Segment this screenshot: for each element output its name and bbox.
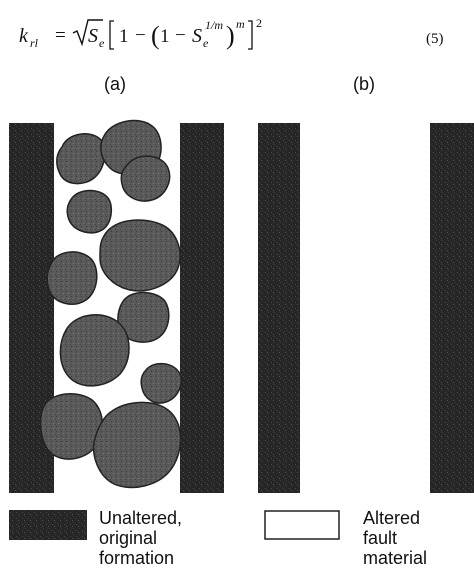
legend-swatch-unaltered — [9, 510, 87, 540]
clast — [117, 291, 170, 343]
panel-a-label: (a) — [104, 74, 126, 94]
legend-unaltered-line3: formation — [99, 548, 175, 568]
sqrt-sign — [72, 19, 103, 47]
clast — [92, 401, 182, 489]
legend-swatch-altered — [264, 510, 340, 540]
clast — [66, 189, 113, 234]
equation-5: k rl = S e 1 − ( 1 − S e 1/m ) m 2 — [19, 16, 262, 50]
legend-altered-line2: fault — [363, 528, 398, 548]
eq-radicand-S: S — [88, 25, 98, 47]
eq-square-exponent: 2 — [256, 16, 262, 30]
eq-outer-exponent: m — [236, 17, 245, 31]
eq-inner-subscript: e — [203, 36, 209, 50]
legend-label-altered: Altered fault material — [363, 508, 427, 568]
panel-a — [9, 119, 224, 493]
eq-radicand-subscript: e — [99, 36, 105, 50]
eq-inner-exponent: 1/m — [205, 18, 223, 32]
equation-number: (5) — [426, 31, 444, 47]
fault-figure — [9, 119, 474, 493]
eq-right-paren: ) — [226, 21, 235, 50]
eq-one-inner: 1 — [160, 26, 170, 47]
clast — [120, 155, 171, 202]
eq-one-outer: 1 — [119, 26, 129, 47]
eq-equals: = — [55, 25, 66, 46]
formation-band-b-right — [430, 123, 474, 493]
fault-material-b — [300, 123, 430, 493]
eq-minus-inner: − — [175, 25, 186, 46]
eq-left-paren: ( — [151, 21, 160, 50]
panel-b-label: (b) — [353, 74, 375, 94]
eq-lhs-subscript: rl — [30, 36, 39, 50]
clast — [46, 251, 98, 305]
eq-left-bracket — [109, 20, 114, 50]
clast — [140, 362, 182, 404]
panel-b — [258, 123, 474, 493]
formation-band-b-left — [258, 123, 300, 493]
eq-minus-outer: − — [135, 25, 146, 46]
legend-unaltered-line2: original — [99, 528, 158, 548]
clast — [56, 133, 106, 185]
legend-label-unaltered: Unaltered, original formation — [99, 508, 182, 568]
eq-lhs-k: k — [19, 25, 29, 47]
formation-band-a-right — [180, 123, 224, 493]
legend-altered-line1: Altered — [363, 508, 421, 528]
eq-inner-S: S — [192, 25, 202, 47]
legend-unaltered-line1: Unaltered, — [99, 508, 183, 528]
clast — [99, 219, 181, 292]
legend-altered-line3: material — [363, 548, 428, 568]
eq-right-bracket — [248, 20, 253, 50]
clast — [59, 314, 130, 387]
